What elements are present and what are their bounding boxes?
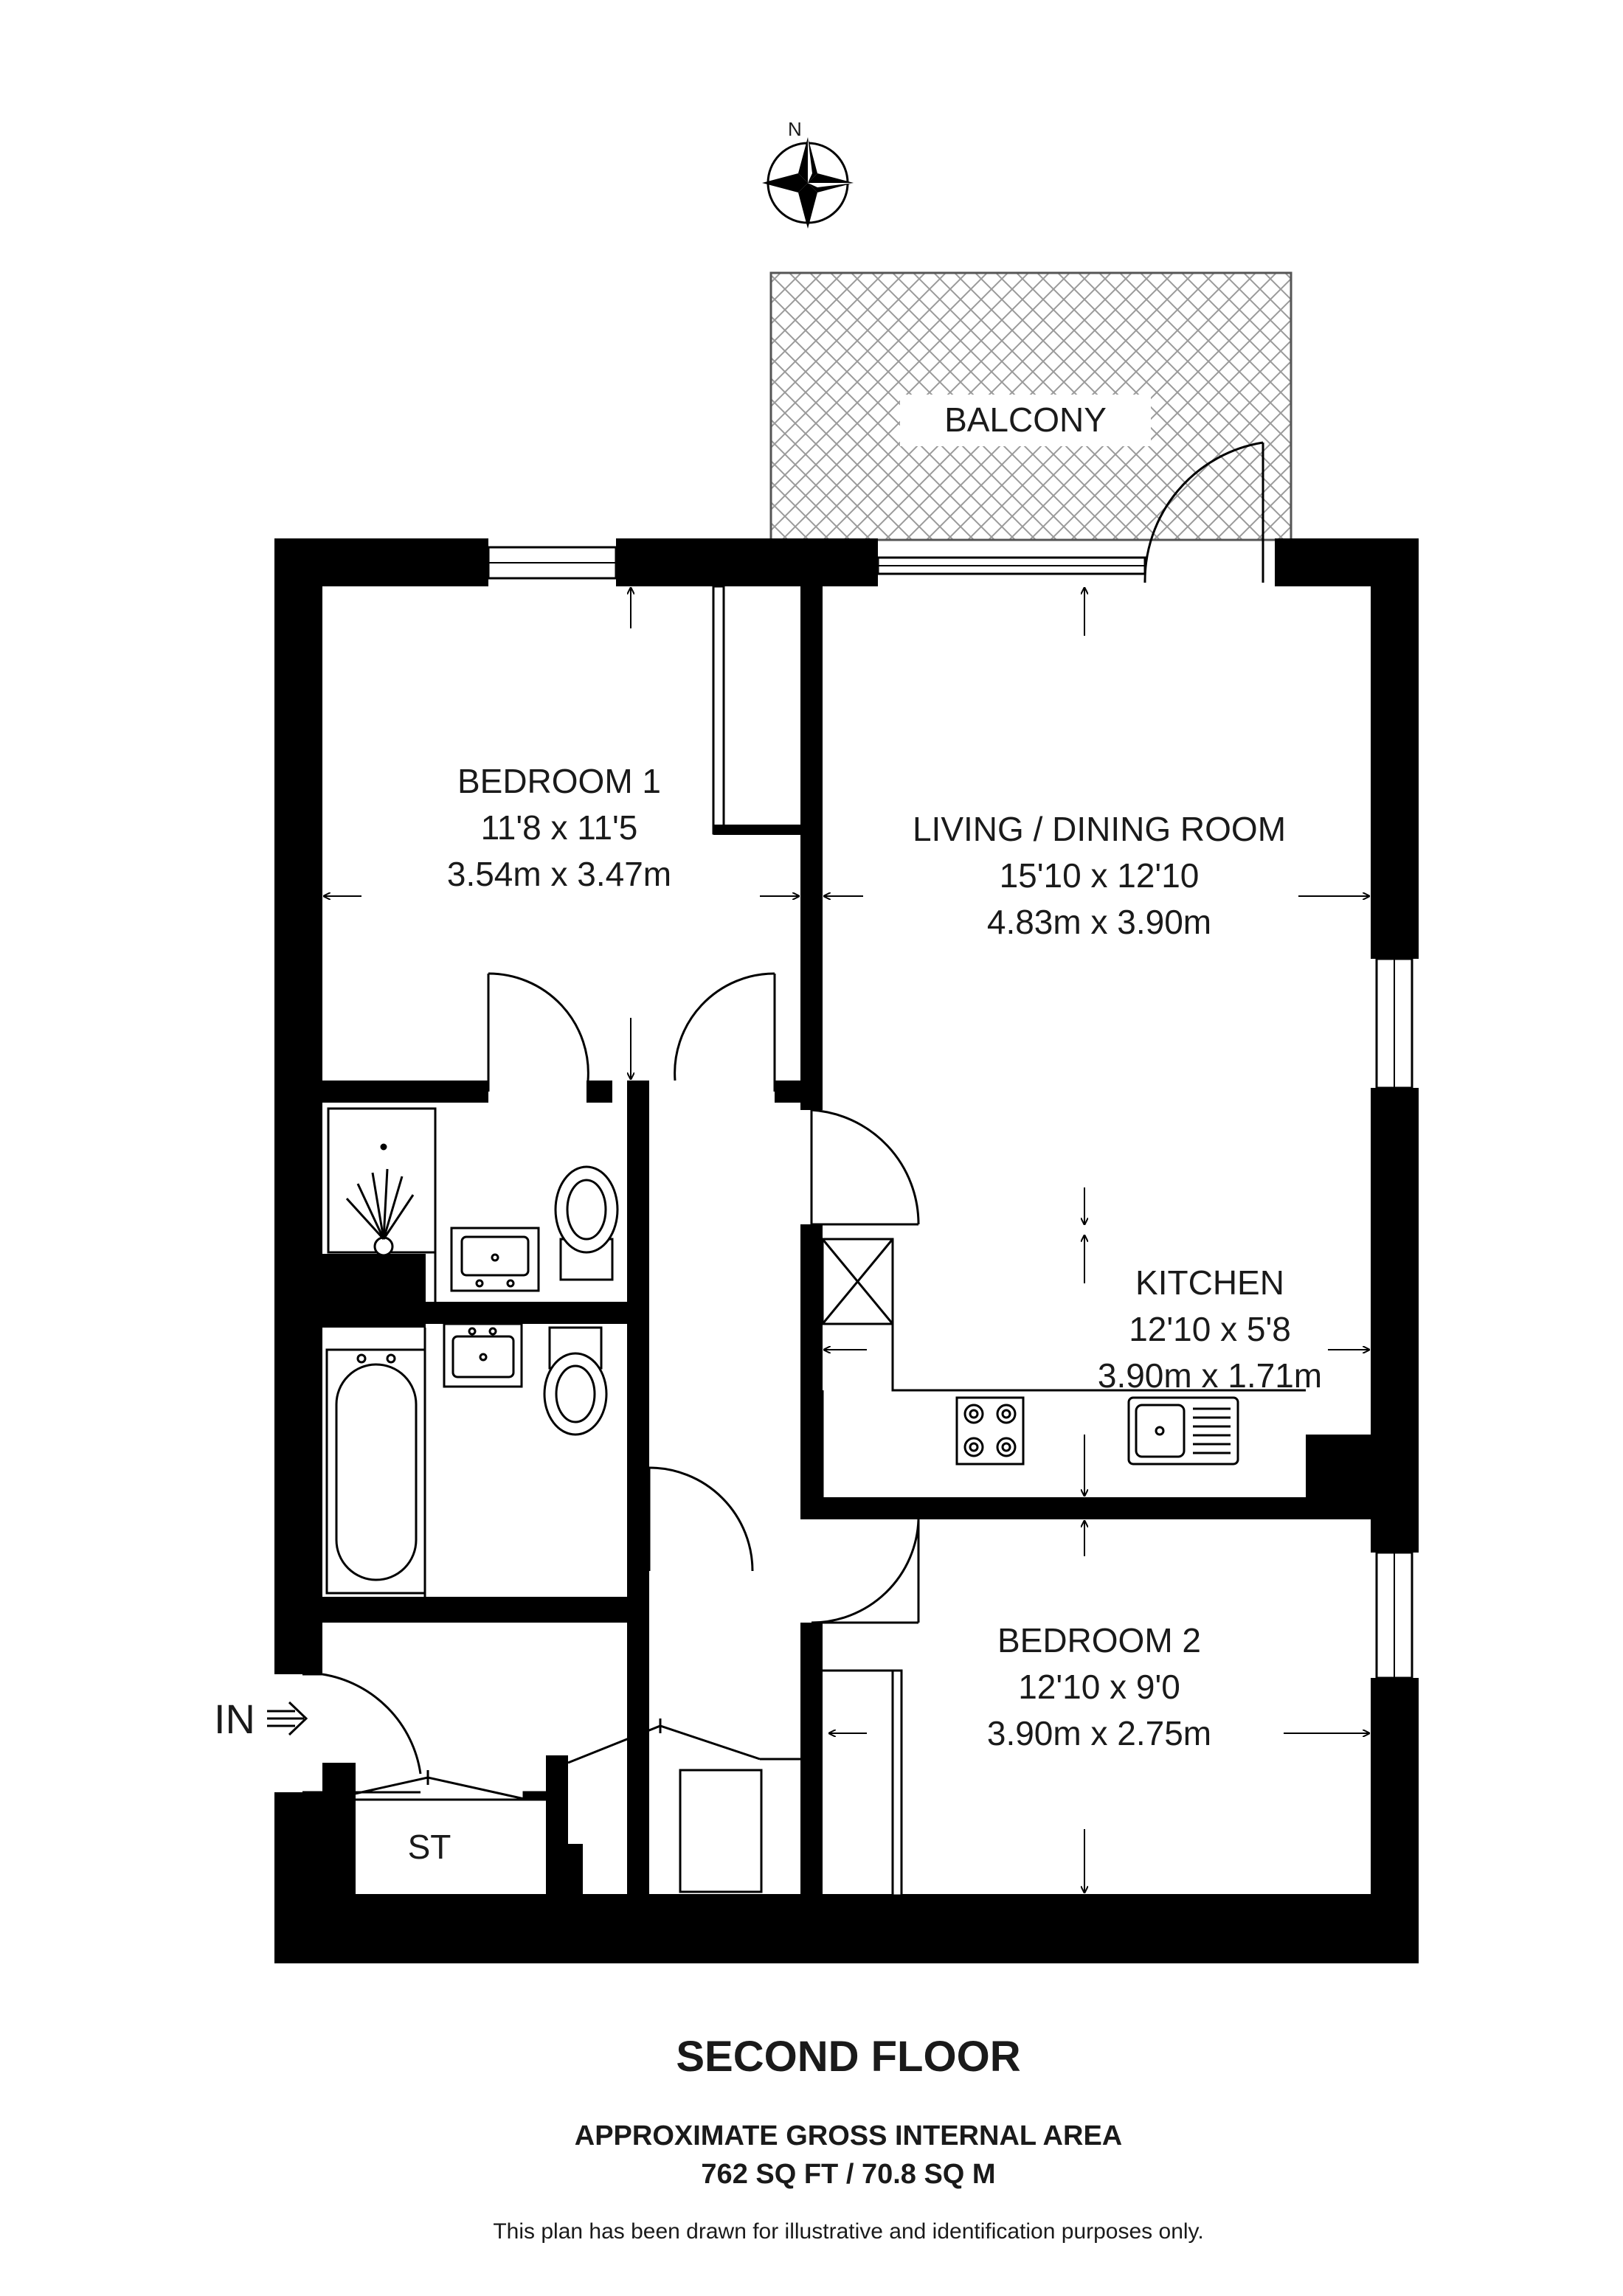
bathroom-door-swing: [648, 1466, 754, 1572]
room-imperial-bedroom1: 11'8 x 11'5: [481, 808, 638, 847]
room-label-store: ST: [408, 1828, 451, 1866]
balcony-door-swing: [1143, 441, 1264, 583]
kitchen-units: [821, 1238, 1306, 1497]
hall-cupboard: [567, 1718, 800, 1893]
window-balcony-glazing: [876, 556, 1146, 575]
shower-room-basin-icon: [450, 1227, 540, 1292]
floor-title: SECOND FLOOR: [676, 2033, 1020, 2081]
room-imperial-bedroom2: 12'10 x 9'0: [1018, 1668, 1180, 1706]
bathtub-icon: [325, 1328, 426, 1597]
room-metric-kitchen: 3.90m x 1.71m: [1098, 1356, 1322, 1395]
room-imperial-living: 15'10 x 12'10: [1000, 856, 1200, 895]
bedroom1-wardrobe: [712, 585, 800, 835]
room-metric-bedroom1: 3.54m x 3.47m: [447, 855, 671, 893]
kitchen-sink-icon: [1127, 1396, 1239, 1466]
store-cupboard: [322, 1770, 547, 1801]
entrance-label: IN: [214, 1696, 255, 1742]
room-name-living: LIVING / DINING ROOM: [913, 810, 1286, 848]
entrance-door-swing: [302, 1673, 422, 1794]
room-name-kitchen: KITCHEN: [1135, 1263, 1284, 1302]
living-room-door-swing: [810, 1109, 920, 1226]
area-value: 762 SQ FT / 70.8 SQ M: [701, 2159, 995, 2190]
bedroom2-door-swing: [811, 1519, 920, 1624]
room-metric-bedroom2: 3.90m x 2.75m: [987, 1714, 1211, 1752]
outer-walls: [274, 538, 1419, 1963]
window-living-room: [1375, 957, 1413, 1089]
entrance-arrow-icon: [267, 1701, 308, 1736]
window-bedroom1: [487, 546, 617, 580]
balcony-label: BALCONY: [944, 400, 1107, 439]
hob-icon: [955, 1396, 1025, 1466]
room-name-bedroom1: BEDROOM 1: [457, 762, 661, 800]
interior-walls: [322, 586, 1376, 1940]
bathroom-basin-icon: [443, 1322, 523, 1388]
room-name-bedroom2: BEDROOM 2: [997, 1621, 1201, 1659]
bedroom1-door-swings: [487, 972, 776, 1092]
room-metric-living: 4.83m x 3.90m: [987, 903, 1211, 941]
compass-north-label: N: [788, 118, 802, 140]
bedroom2-wardrobe: [823, 1669, 903, 1897]
window-bedroom2: [1375, 1551, 1413, 1679]
north-compass-icon: [762, 137, 854, 229]
room-imperial-kitchen: 12'10 x 5'8: [1129, 1310, 1291, 1348]
dimension-arrows: [324, 588, 1369, 1893]
bathroom-toilet-icon: [543, 1326, 608, 1436]
shower-room-toilet-icon: [554, 1165, 619, 1281]
area-title: APPROXIMATE GROSS INTERNAL AREA: [575, 2120, 1122, 2151]
disclaimer: This plan has been drawn for illustrativ…: [493, 2219, 1203, 2244]
shower-head-icon: [345, 1143, 415, 1257]
